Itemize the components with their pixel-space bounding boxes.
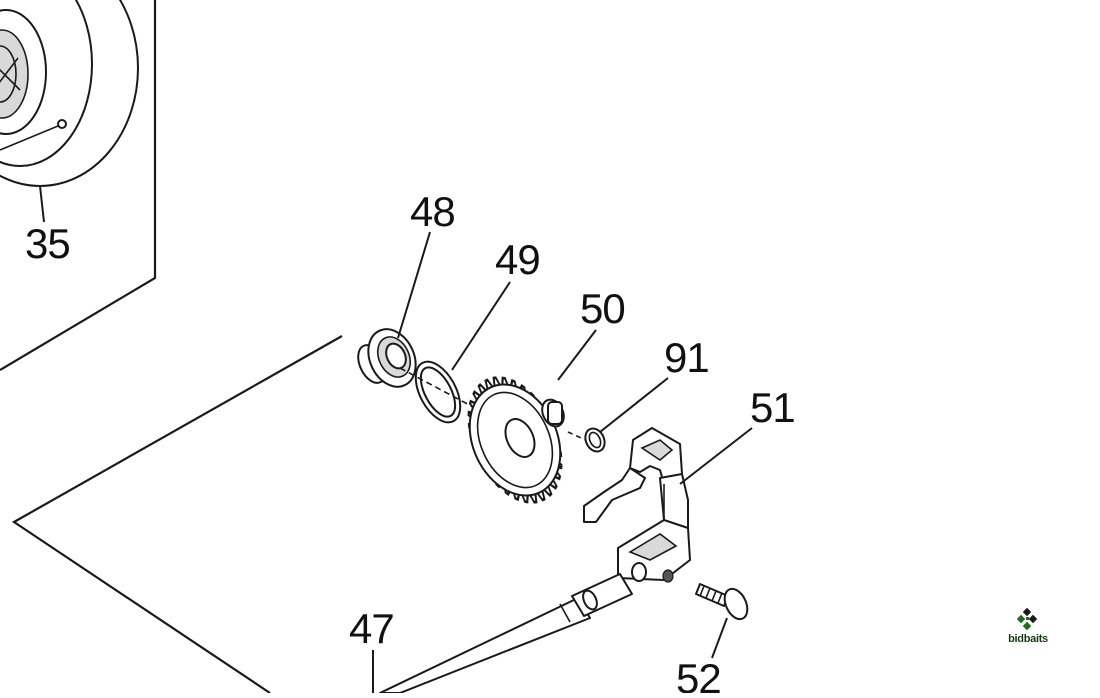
callout-labels: 35 48 49 50 91 51 47 52 [25,188,796,698]
assembly-frame [0,0,343,694]
part-48-bearing [357,328,417,388]
part-52-screw [695,583,749,621]
callout-91: 91 [664,334,709,381]
callout-50: 50 [580,285,625,332]
callout-48: 48 [410,188,455,235]
part-51-fork-bracket [583,427,691,583]
part-50-gear [467,376,565,504]
callout-52: 52 [676,655,721,693]
part-91-o-ring [584,427,606,453]
callout-35: 35 [25,220,70,267]
part-47-shaft [379,573,633,694]
part-35-rotor [0,0,139,187]
callout-49: 49 [495,236,540,283]
leader-lines [39,185,753,693]
part-49-ring [414,360,462,424]
callout-51: 51 [750,384,795,431]
bidbaits-watermark: bidbaits [998,608,1058,645]
diamond-cluster-logo-icon [1016,608,1038,631]
watermark-text: bidbaits [1008,633,1048,645]
callout-47: 47 [349,605,394,652]
